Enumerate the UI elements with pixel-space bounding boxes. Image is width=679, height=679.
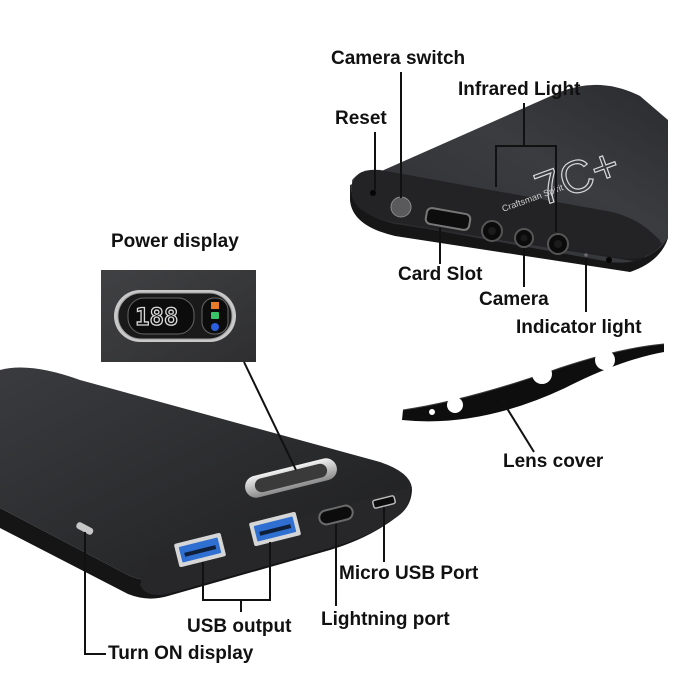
camera-switch-button bbox=[390, 196, 412, 218]
label-lens-cover: Lens cover bbox=[503, 451, 604, 472]
usb-output-port-2 bbox=[249, 511, 301, 547]
usb-output-port-1 bbox=[174, 532, 226, 568]
label-turn-on-display: Turn ON display bbox=[108, 643, 254, 664]
label-usb-output: USB output bbox=[187, 616, 292, 637]
label-reset: Reset bbox=[335, 108, 387, 129]
card-slot bbox=[424, 207, 472, 231]
power-display-inset: 188 bbox=[101, 270, 256, 362]
lens-cover-hole-2 bbox=[447, 397, 463, 413]
powerbank-bottom-view bbox=[0, 367, 412, 599]
indicator-light-dot bbox=[584, 253, 588, 257]
label-camera-switch: Camera switch bbox=[331, 48, 466, 69]
powerbank-top-view: 7C+ Craftsman Spirit bbox=[350, 84, 668, 272]
reset-pinhole bbox=[370, 190, 376, 196]
leader-lines bbox=[84, 72, 587, 655]
indicator-orange bbox=[211, 302, 219, 309]
micro-usb-port bbox=[372, 495, 396, 509]
label-indicator-light: Indicator light bbox=[516, 317, 642, 338]
label-power-display: Power display bbox=[111, 231, 239, 252]
label-infrared-light: Infrared Light bbox=[458, 79, 581, 100]
label-card-slot: Card Slot bbox=[398, 264, 483, 285]
display-digits: 188 bbox=[135, 303, 178, 331]
indicator-blue bbox=[211, 323, 219, 331]
top-display-button bbox=[245, 458, 337, 498]
lens-cover-part bbox=[402, 343, 665, 422]
label-micro-usb-port: Micro USB Port bbox=[339, 563, 479, 584]
lens-cover-hole-3 bbox=[532, 364, 552, 384]
label-lightning-port: Lightning port bbox=[321, 609, 450, 630]
indicator-green bbox=[211, 312, 219, 319]
lens-cover-hole-1 bbox=[429, 409, 435, 415]
turn-on-side-button bbox=[76, 522, 94, 535]
lightning-port bbox=[318, 504, 354, 526]
label-camera: Camera bbox=[479, 289, 549, 310]
lens-cover-hole-4 bbox=[595, 350, 615, 370]
